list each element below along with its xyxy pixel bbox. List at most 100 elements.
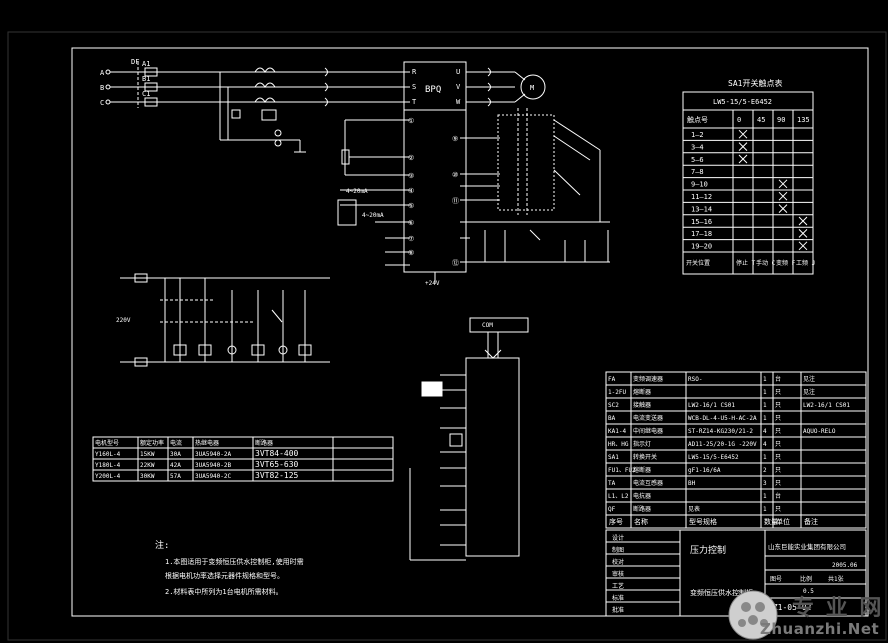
- bom-cell: 只: [775, 467, 781, 474]
- phase-b-label: B: [100, 84, 104, 92]
- sa1-footer-cell: 工频 J: [796, 259, 815, 267]
- bom-cell: WCB-DL-4-U5-H-AC-2A: [688, 415, 757, 422]
- terminal-10: ⑩: [452, 171, 458, 179]
- motor-table-cell: Y160L-4: [95, 451, 121, 458]
- sa1-footer-cell: 停止 T: [736, 259, 756, 267]
- sheet-title: 压力控制: [690, 544, 726, 556]
- watermark-logo-icon: [728, 590, 778, 640]
- title-block: 设计 制图 校对 审核 工艺 标准 批准 压力控制 变频恒压供水控制柜 山东巨能…: [605, 529, 867, 617]
- terminal-7: ⑦: [408, 235, 414, 243]
- tb-label-check: 校对: [612, 558, 624, 566]
- bom-cell: 熔断器: [633, 466, 651, 474]
- bom-header-cell: 型号规格: [689, 517, 717, 526]
- tb-label-draw: 制图: [612, 546, 624, 554]
- project-title: 变频恒压供水控制柜: [690, 588, 753, 597]
- tb-label-design: 设计: [612, 534, 624, 542]
- tb-field-drawing-no: 图号: [770, 576, 782, 583]
- bom-cell: 电流变送器: [633, 414, 663, 422]
- bom-cell: 1: [763, 389, 767, 396]
- terminal-6: ⑥: [408, 219, 414, 227]
- tb-label-standard: 标准: [612, 594, 624, 602]
- vfd-output-u: U: [456, 68, 460, 76]
- sa1-contact-cell: 5—6: [691, 156, 704, 164]
- control-circuit: [120, 273, 330, 367]
- vfd-input-s: S: [412, 83, 416, 91]
- sa1-header-cell: 135: [797, 116, 810, 124]
- bom-cell: gF1-16/6A: [688, 467, 721, 474]
- motor-table-cell: 3UA5940-2B: [195, 462, 232, 469]
- bom-cell: SC2: [608, 402, 619, 409]
- motor-table-cell: 3VT82-125: [255, 471, 299, 480]
- bom-cell: 只: [775, 480, 781, 487]
- sa1-footer-cell: 手动 C: [756, 259, 776, 267]
- bom-cell: 1-2FU: [608, 389, 626, 396]
- sa1-contact-cell: 17—18: [691, 230, 712, 238]
- drawing-date: 2005.06: [832, 562, 858, 569]
- vfd-output-v: V: [456, 83, 461, 91]
- vfd-label: BPQ: [425, 85, 441, 95]
- tb-label-review: 审核: [612, 570, 624, 578]
- bom-cell: HR、HG: [608, 441, 629, 448]
- bom-cell: KA1-4: [608, 428, 626, 435]
- bom-cell: RSO-: [688, 376, 702, 383]
- breaker-a1-label: A1: [142, 60, 150, 68]
- bom-cell: 断路器: [633, 505, 651, 513]
- motor-table-cell: 22KW: [140, 462, 155, 469]
- bom-cell: 只: [775, 402, 781, 409]
- bom-cell: 1: [763, 415, 767, 422]
- tb-field-sheets: 共1张: [828, 575, 844, 583]
- bom-cell: 2: [763, 467, 767, 474]
- sa1-contact-cell: 13—14: [691, 205, 712, 213]
- motor-table-cell: 15KW: [140, 451, 155, 458]
- drawing-notes: 注: 1.本图适用于变频恒压供水控制柜,使用时需 根据电机功率选择元器件规格和型…: [155, 539, 304, 596]
- bom-cell: 4: [763, 428, 767, 435]
- bom-cell: 指示灯: [633, 440, 651, 448]
- phase-c-label: C: [100, 99, 104, 107]
- sa1-contact-cell: 15—16: [691, 218, 712, 226]
- bom-cell: 只: [775, 454, 781, 461]
- sa1-header-cell: 90: [777, 116, 785, 124]
- bom-cell: 1: [763, 506, 767, 513]
- bom-cell: 见注: [803, 388, 815, 396]
- drawing-scale: 0.5: [803, 588, 814, 595]
- motor-table-cell: 57A: [170, 473, 181, 480]
- bom-cell: TA: [608, 480, 616, 487]
- motor-table-header: 断路器: [255, 439, 273, 447]
- tb-label-process: 工艺: [612, 582, 624, 590]
- bom-cell: 台: [775, 375, 781, 383]
- sa1-contact-cell: 9—10: [691, 181, 708, 189]
- terminal-11: ⑪: [452, 197, 459, 205]
- sa1-footer-cell: 变频 F: [776, 259, 796, 267]
- notes-line-1: 1.本图适用于变频恒压供水控制柜,使用时需: [165, 557, 304, 566]
- control-voltage-label: 220V: [116, 317, 131, 324]
- terminal-2: ②: [408, 154, 414, 162]
- bom-cell: 1: [763, 493, 767, 500]
- bom-cell: 接触器: [633, 401, 651, 409]
- motor-table-cell: 3VT65-630: [255, 460, 299, 469]
- notes-title: 注:: [155, 539, 169, 551]
- bom-cell: 熔断器: [633, 388, 651, 396]
- drawing-border: [71, 47, 869, 617]
- supply-label: +24V: [425, 280, 440, 287]
- bom-cell: L1、L2: [608, 493, 629, 500]
- sa1-header-cell: 45: [757, 116, 765, 124]
- terminal-5: ⑤: [408, 202, 414, 210]
- bom-cell: 电抗器: [633, 492, 651, 500]
- motor-table-cell: 30KW: [140, 473, 155, 480]
- breaker-b1-label: B1: [142, 75, 150, 83]
- motor-table-cell: 3UA5940-2A: [195, 451, 232, 458]
- sa1-model: LW5-15/5-E6452: [713, 98, 772, 106]
- bom-header-cell: 单位: [776, 517, 790, 526]
- notes-line-2: 根据电机功率选择元器件规格和型号。: [165, 571, 284, 580]
- motor-table-cell: Y200L-4: [95, 473, 121, 480]
- bom-cell: ST-RZ14-KG230/21-2: [688, 428, 753, 435]
- bom-cell: 3: [763, 480, 767, 487]
- bom-cell: LW2-16/1 CS01: [688, 402, 735, 409]
- bom-cell: AD11-25/20-1G -220V: [688, 441, 757, 448]
- motor-table-header: 热继电器: [195, 439, 219, 447]
- motor-table-cell: 3UA5940-2C: [195, 473, 232, 480]
